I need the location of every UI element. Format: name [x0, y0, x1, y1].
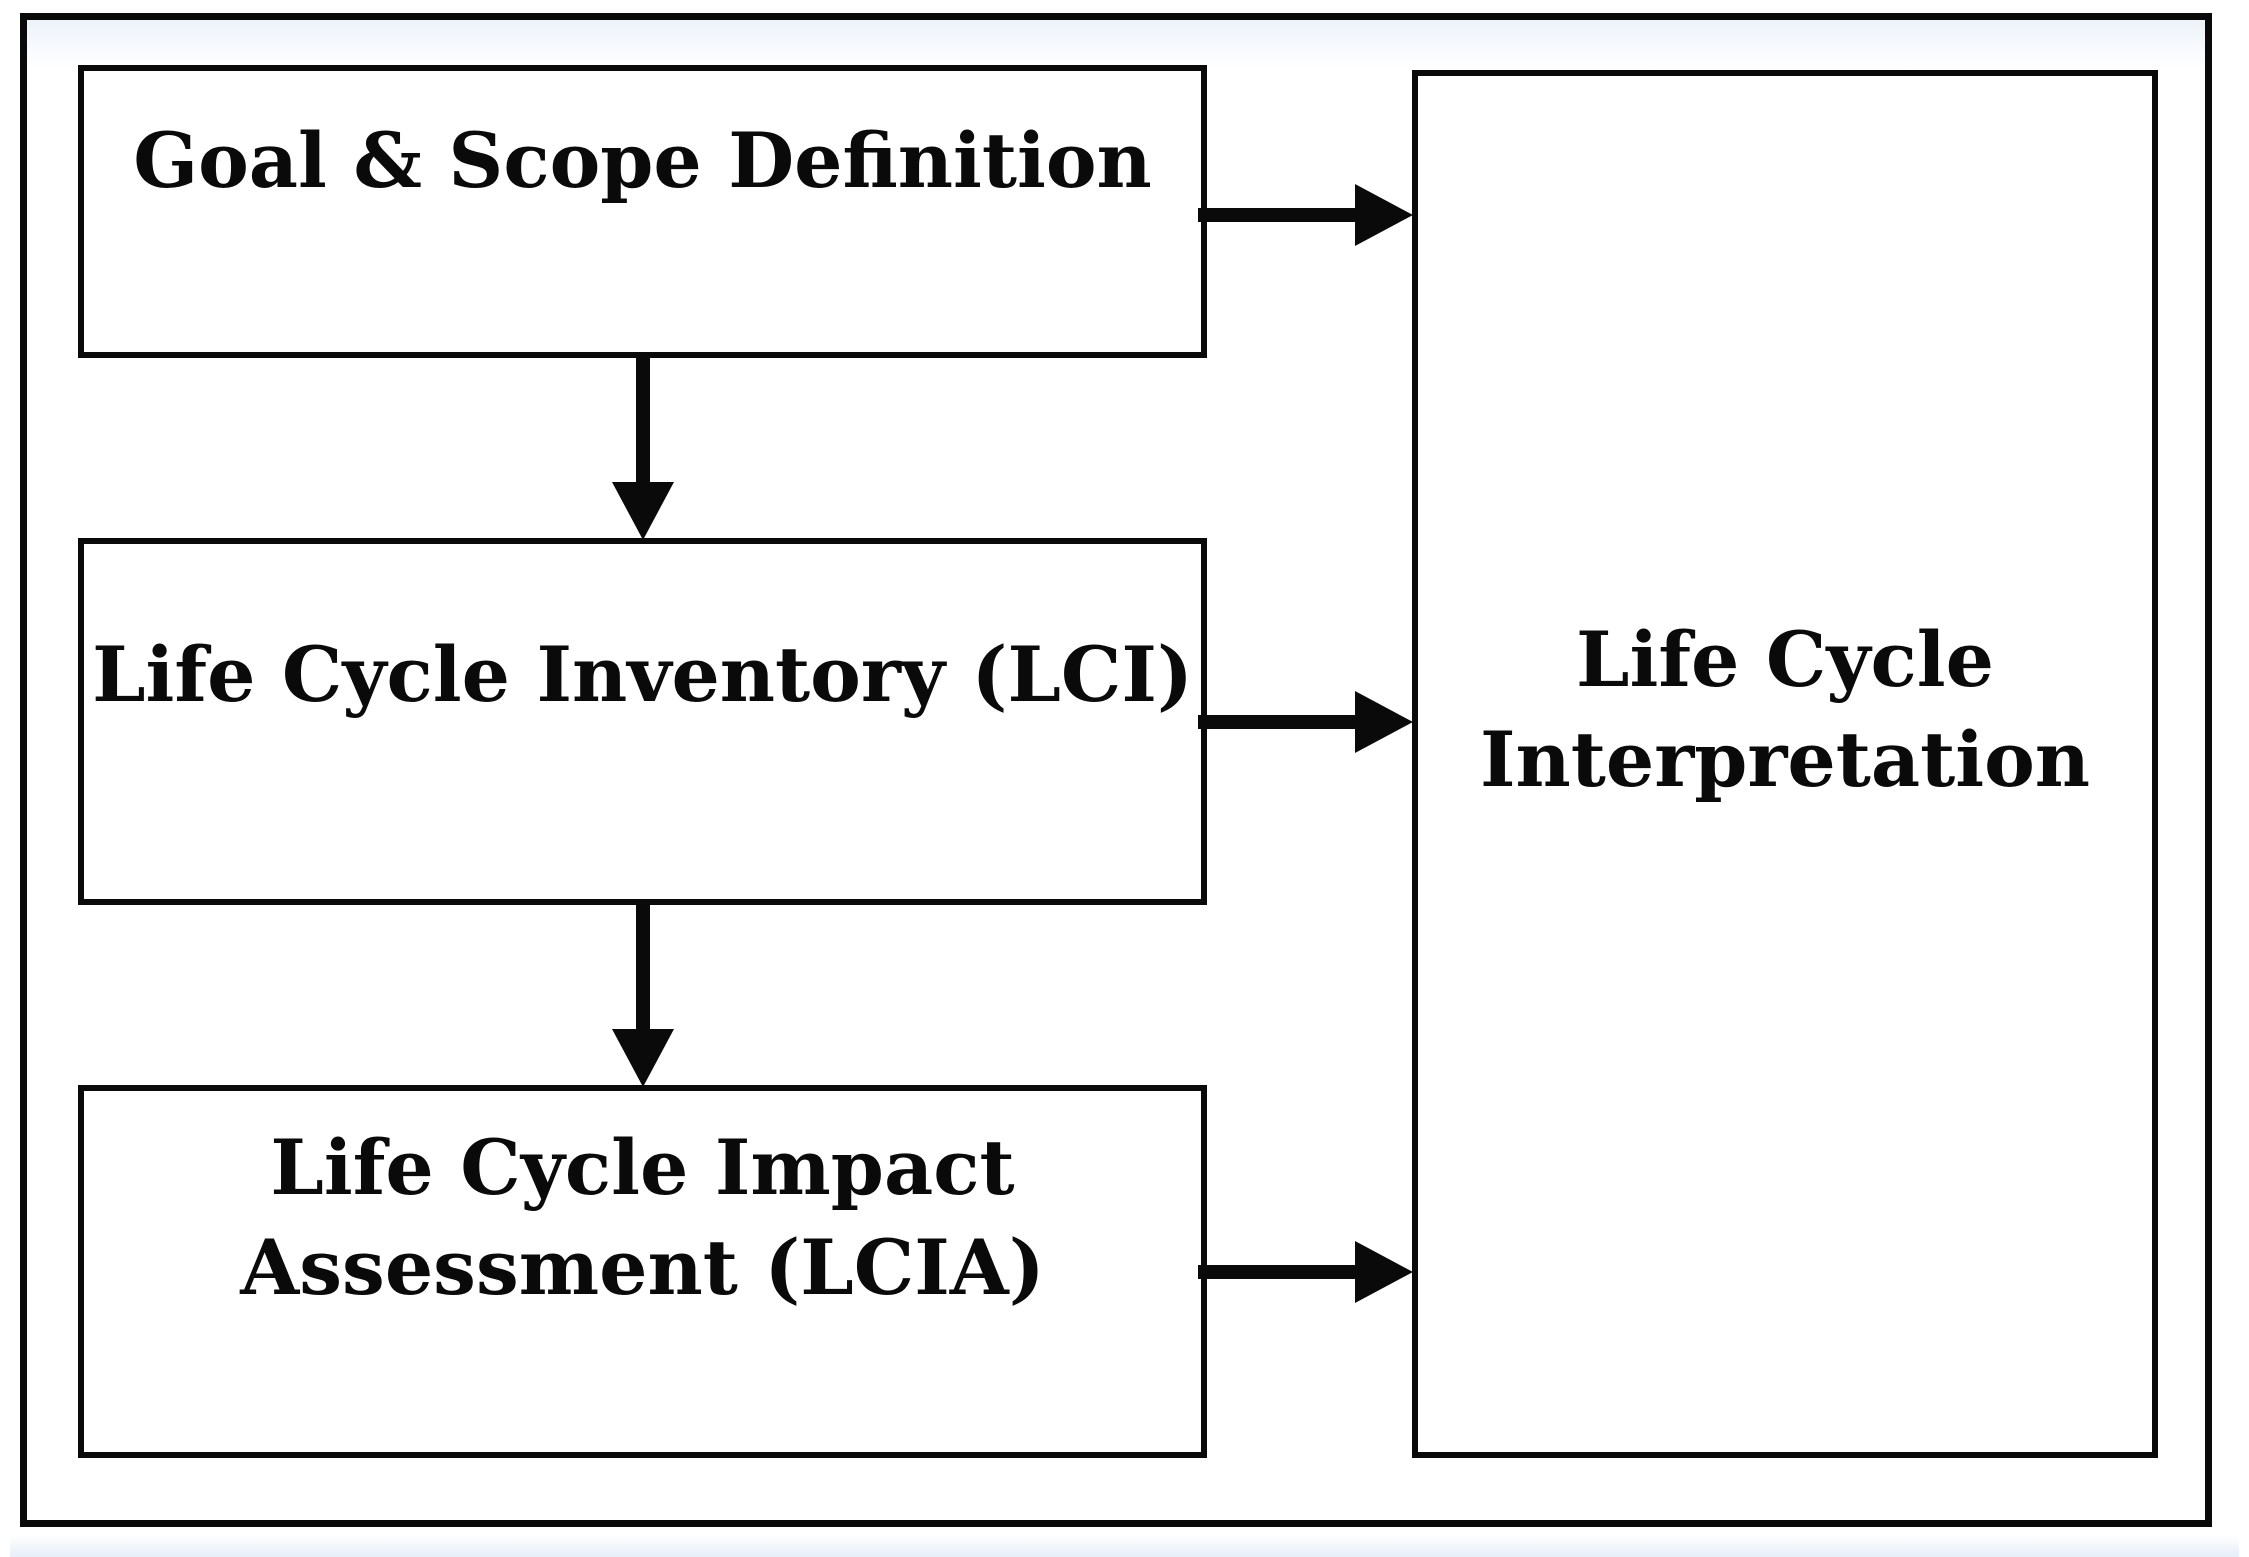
box-life-cycle-impact-assessment-label: Life Cycle Impact Assessment (LCIA): [84, 1118, 1201, 1318]
interpretation-label-line-1: Life Cycle: [1576, 615, 1994, 704]
lci-label-line: Life Cycle Inventory (LCI): [92, 630, 1193, 719]
lcia-label-line-1: Life Cycle Impact: [270, 1123, 1015, 1212]
box-life-cycle-inventory: Life Cycle Inventory (LCI): [78, 538, 1207, 905]
box-life-cycle-inventory-label: Life Cycle Inventory (LCI): [84, 625, 1201, 725]
box-life-cycle-impact-assessment: Life Cycle Impact Assessment (LCIA): [78, 1085, 1207, 1458]
interpretation-label-line-2: Interpretation: [1479, 715, 2091, 804]
box-life-cycle-interpretation: Life Cycle Interpretation: [1412, 70, 2158, 1458]
lcia-label-line-2: Assessment (LCIA): [240, 1223, 1045, 1312]
box-goal-scope-definition-label: Goal & Scope Definition: [84, 111, 1201, 211]
box-life-cycle-interpretation-label: Life Cycle Interpretation: [1418, 610, 2152, 810]
box-goal-scope-definition: Goal & Scope Definition: [78, 65, 1207, 358]
goal-scope-label-line: Goal & Scope Definition: [133, 116, 1152, 205]
